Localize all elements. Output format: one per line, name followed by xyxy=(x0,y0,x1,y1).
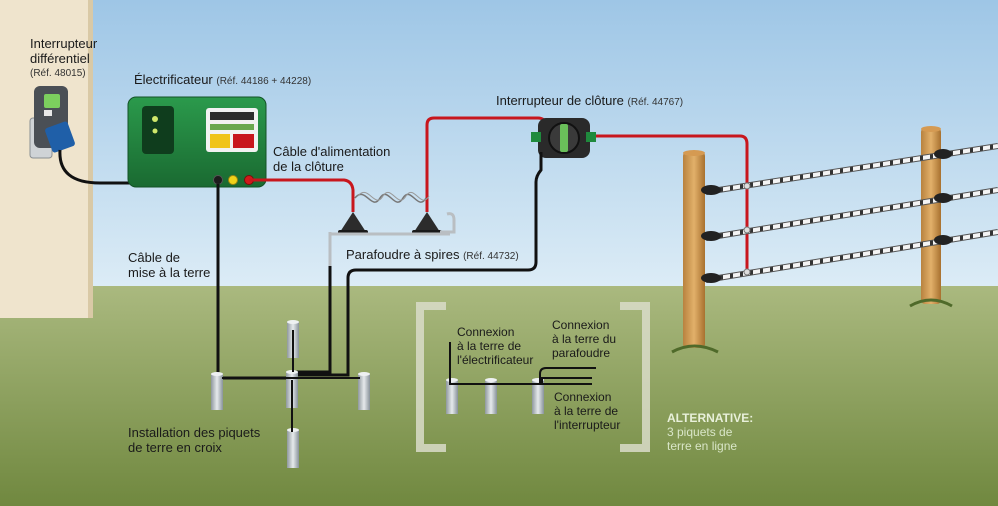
conn-switch-line-1: Connexion xyxy=(554,390,612,404)
alternative-line-1: 3 piquets de xyxy=(667,425,733,439)
supply-cable-line-2: de la clôture xyxy=(273,159,344,174)
conn-arrester-label: Connexion à la terre du parafoudre xyxy=(552,318,616,360)
arrester-title: Parafoudre à spires xyxy=(346,247,460,262)
energizer-ref: (Réf. 44186 + 44228) xyxy=(216,76,312,87)
alternative-heading: ALTERNATIVE: xyxy=(667,411,754,425)
conn-energizer-line-2: à la terre de xyxy=(457,339,522,353)
cross-install-label: Installation des piquets de terre en cro… xyxy=(128,425,260,455)
earth-cable-line-1: Câble de xyxy=(128,250,181,265)
conn-energizer-line-3: l'électrificateur xyxy=(457,353,534,367)
earth-stakes-inline xyxy=(446,342,596,414)
arrester-ref: (Réf. 44732) xyxy=(463,251,519,262)
fence-switch-label: Interrupteur de clôture (Réf. 44767) xyxy=(496,93,683,110)
building-wall xyxy=(0,0,93,318)
cross-install-line-1: Installation des piquets xyxy=(128,425,261,440)
energizer-title: Électrificateur xyxy=(134,72,213,87)
conn-switch-line-2: à la terre de xyxy=(554,404,619,418)
energizer-device xyxy=(127,96,267,188)
fence-switch-title: Interrupteur de clôture xyxy=(496,93,624,108)
conn-energizer-line-1: Connexion xyxy=(457,325,515,339)
conn-energizer-label: Connexion à la terre de l'électrificateu… xyxy=(457,325,533,367)
alternative-brackets xyxy=(416,302,650,452)
alternative-line-2: terre en ligne xyxy=(667,439,738,453)
lightning-arrester xyxy=(328,191,456,268)
earth-stakes-cross xyxy=(211,320,370,468)
supply-cable-label: Câble d'alimentation de la clôture xyxy=(273,144,390,174)
fence-posts xyxy=(671,126,953,354)
earth-cable-label: Câble de mise à la terre xyxy=(128,250,210,280)
conn-switch-label: Connexion à la terre de l'interrupteur xyxy=(554,390,620,432)
rcd-title-line-2: différentiel xyxy=(30,51,90,66)
rcd-ref: (Réf. 48015) xyxy=(30,68,86,79)
rcd-title-line-1: Interrupteur xyxy=(30,36,98,51)
cross-install-line-2: de terre en croix xyxy=(128,440,222,455)
supply-cable-line-1: Câble d'alimentation xyxy=(273,144,391,159)
conn-switch-line-3: l'interrupteur xyxy=(554,418,621,432)
conn-arrester-line-2: à la terre du xyxy=(552,332,617,346)
fence-switch-ref: (Réf. 44767) xyxy=(627,97,684,108)
alternative-label: ALTERNATIVE: 3 piquets de terre en ligne xyxy=(667,411,753,453)
arrester-label: Parafoudre à spires (Réf. 44732) xyxy=(346,247,519,264)
rcd-label: Interrupteur différentiel (Réf. 48015) xyxy=(30,36,97,81)
ground xyxy=(0,286,998,506)
energizer-label: Électrificateur (Réf. 44186 + 44228) xyxy=(134,72,311,89)
fence-tapes xyxy=(701,143,998,283)
earth-cable-line-2: mise à la terre xyxy=(128,265,211,280)
conn-arrester-line-1: Connexion xyxy=(552,318,610,332)
fence-switch-device xyxy=(531,118,596,158)
rcd-device xyxy=(29,86,130,185)
conn-arrester-line-3: parafoudre xyxy=(552,346,611,360)
